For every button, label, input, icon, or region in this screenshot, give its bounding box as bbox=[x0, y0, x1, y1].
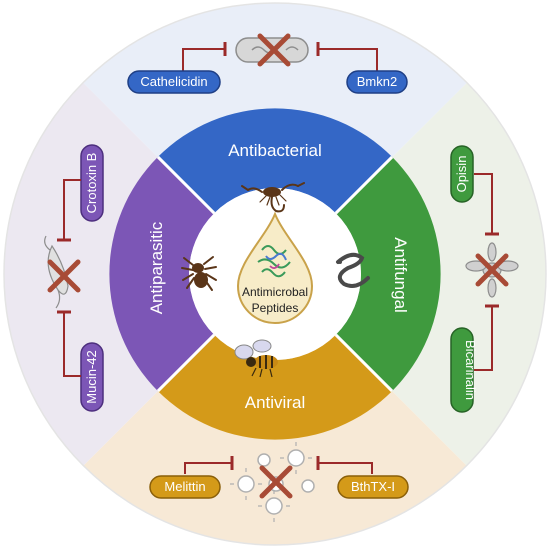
label-antiparasitic: Antiparasitic bbox=[147, 221, 166, 314]
pill-melittin bbox=[149, 475, 221, 499]
inhibitor-line-crotoxin bbox=[63, 179, 81, 240]
inhibitor-line-mucin bbox=[63, 312, 81, 377]
label-antiviral: Antiviral bbox=[245, 393, 305, 412]
inhibitor-line-bicarinalin bbox=[474, 306, 493, 371]
inhibitor-line-bmkn2 bbox=[318, 48, 378, 72]
ring-segment-antifungal bbox=[335, 156, 441, 392]
pill-bmkn2 bbox=[346, 70, 408, 94]
label-antibacterial: Antibacterial bbox=[228, 141, 322, 160]
pill-mucin-label: Mucin-42 bbox=[84, 350, 99, 403]
pill-bthtx-label: BthTX-I bbox=[351, 479, 395, 494]
pill-opisin bbox=[450, 145, 474, 203]
cross-icon bbox=[475, 253, 509, 287]
inhibitor-line-bthtx bbox=[318, 462, 373, 474]
pill-bmkn2-label: Bmkn2 bbox=[357, 74, 397, 89]
inhibitor-line-melittin bbox=[184, 462, 232, 474]
pill-cathelicidin bbox=[127, 70, 221, 94]
antibacterial-panel: Cathelicidin Bmkn2 bbox=[127, 33, 408, 94]
cross-icon bbox=[47, 259, 81, 293]
ring-segment-antiparasitic bbox=[109, 156, 215, 392]
center-title-line1: Antimicrobal bbox=[242, 285, 308, 299]
peptide-drop-icon bbox=[236, 211, 314, 324]
cross-icon bbox=[257, 33, 291, 67]
pill-cathelicidin-label: Cathelicidin bbox=[140, 74, 207, 89]
antifungal-panel: Opisin Bicarinalin bbox=[450, 145, 519, 413]
pill-bthtx bbox=[337, 475, 409, 499]
category-ring bbox=[109, 108, 441, 440]
ring-segment-antiviral bbox=[157, 334, 393, 440]
pill-bicarinalin bbox=[450, 327, 474, 413]
pill-opisin-label: Opisin bbox=[454, 156, 469, 193]
pill-crotoxin-label: Crotoxin B bbox=[84, 153, 99, 214]
cross-icon bbox=[259, 465, 293, 499]
bee-icon bbox=[234, 339, 278, 378]
antiviral-panel: Melittin BthTX-I bbox=[149, 442, 409, 522]
inhibitor-line-cathelicidin bbox=[182, 48, 225, 72]
ring-segment-antibacterial bbox=[157, 108, 393, 214]
outer-ring-border bbox=[3, 2, 547, 546]
scorpion-icon bbox=[241, 182, 305, 213]
antiparasitic-panel: Crotoxin B Mucin-42 bbox=[44, 144, 104, 412]
inhibitor-line-opisin bbox=[474, 173, 493, 234]
label-antifungal: Antifungal bbox=[391, 237, 410, 313]
pill-bicarinalin-label: Bicarinalin bbox=[463, 340, 478, 400]
center-title-line2: Peptides bbox=[252, 301, 299, 315]
pill-melittin-label: Melittin bbox=[164, 479, 205, 494]
spider-icon bbox=[181, 256, 217, 291]
snake-icon bbox=[336, 252, 370, 288]
virus-spikes bbox=[230, 442, 312, 522]
pill-crotoxin bbox=[80, 144, 104, 222]
